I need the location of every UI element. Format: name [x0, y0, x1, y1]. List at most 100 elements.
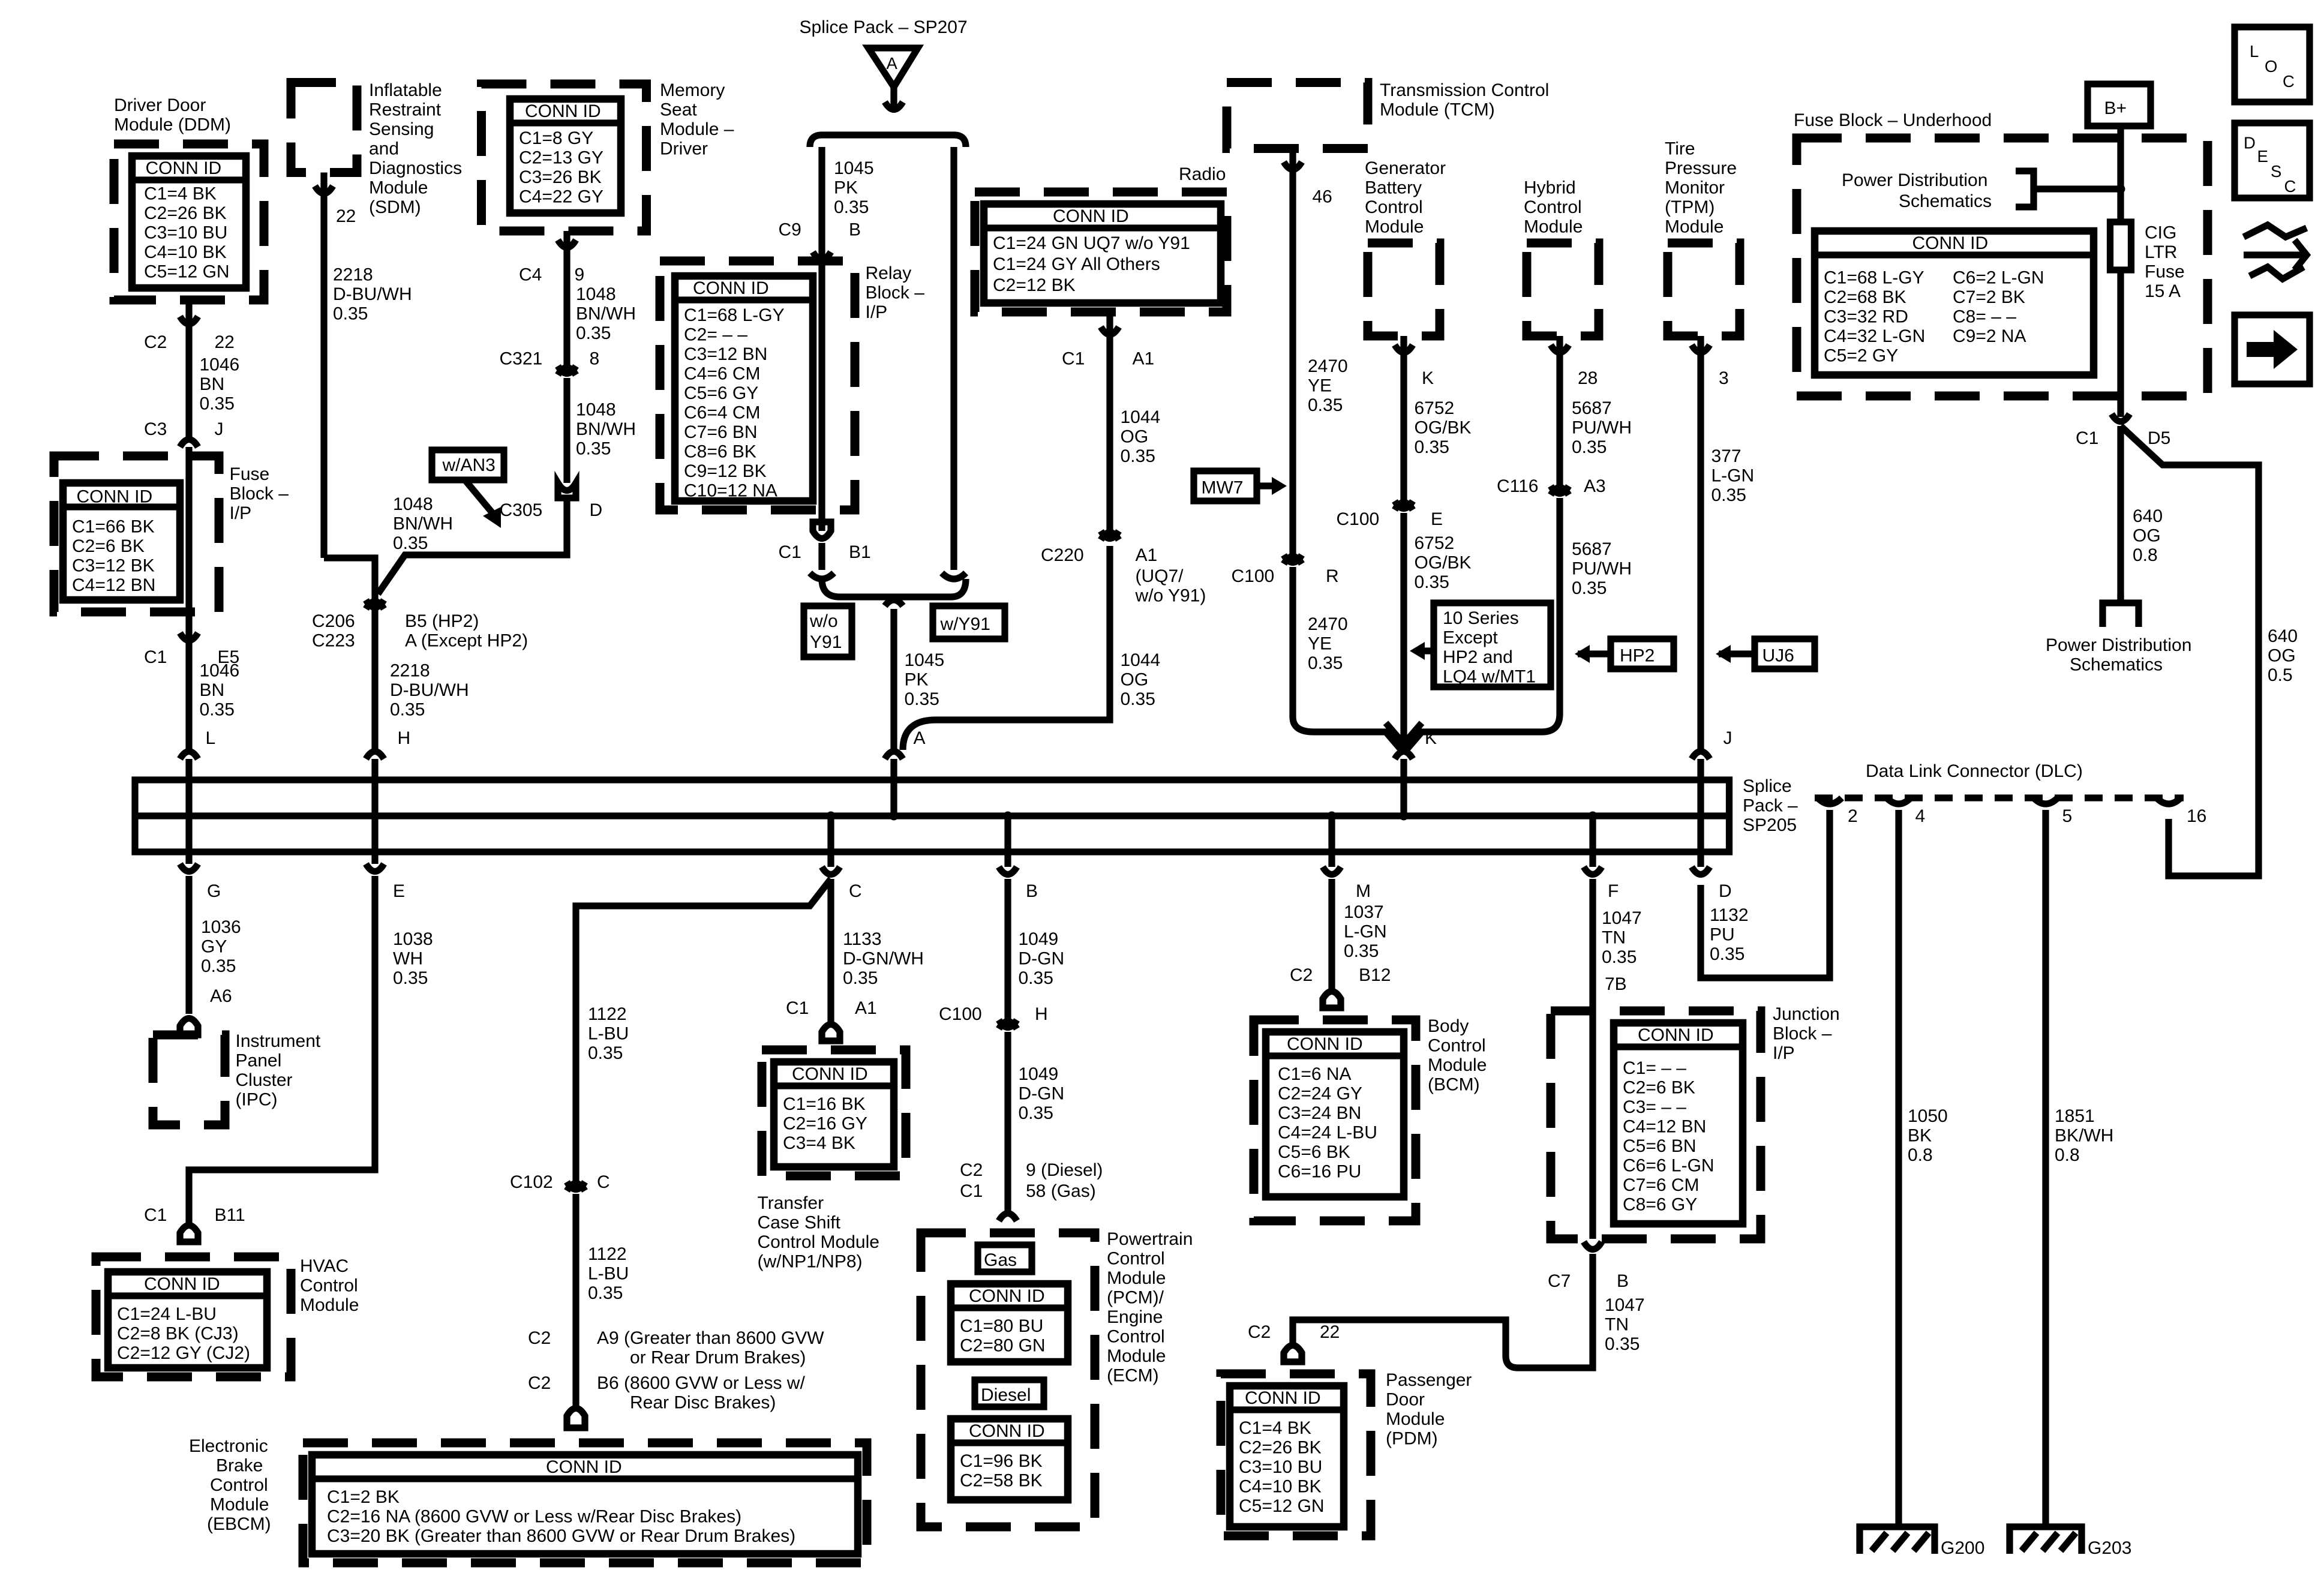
svg-text:C1=68 L-GY: C1=68 L-GY	[1824, 268, 1924, 288]
svg-text:C5=2 GY: C5=2 GY	[1824, 346, 1898, 366]
svg-text:C8= – –: C8= – –	[1953, 307, 2016, 327]
svg-text:Driver Door: Driver Door	[114, 95, 206, 115]
svg-text:(ECM): (ECM)	[1107, 1366, 1159, 1386]
wire-1046-b-label: 1046 BN 0.35	[200, 661, 240, 720]
desc-icon[interactable]: D E S C	[2231, 119, 2313, 202]
svg-text:0.8: 0.8	[2133, 545, 2158, 565]
svg-text:C8=6 GY: C8=6 GY	[1623, 1195, 1697, 1215]
svg-text:C2=26 BK: C2=26 BK	[144, 203, 227, 223]
svg-text:Passenger: Passenger	[1386, 1370, 1472, 1390]
svg-text:C100: C100	[939, 1004, 982, 1024]
svg-text:Splice: Splice	[1743, 776, 1792, 796]
svg-text:1122: 1122	[588, 1244, 627, 1264]
svg-text:OG/BK: OG/BK	[1415, 418, 1472, 438]
svg-text:C2: C2	[1248, 1322, 1271, 1342]
svg-text:CONN ID: CONN ID	[546, 1457, 622, 1477]
svg-text:Control: Control	[1107, 1327, 1165, 1347]
hvac-conn-table: CONN ID C1=24 L-BU C2=8 BK (CJ3) C2=12 G…	[104, 1268, 271, 1372]
wire-1046-a-label: 1046 BN 0.35	[200, 355, 240, 414]
svg-text:C6=16 PU: C6=16 PU	[1278, 1162, 1361, 1182]
svg-text:R: R	[1326, 566, 1339, 586]
transfer-case-title: Transfer Case Shift Control Module (w/NP…	[758, 1193, 879, 1271]
svg-text:C5=6 GY: C5=6 GY	[684, 383, 758, 403]
svg-text:1047: 1047	[1605, 1295, 1645, 1315]
wire-1122-b-label: 1122 L-BU 0.35	[588, 1244, 629, 1303]
svg-text:A3: A3	[1584, 476, 1606, 496]
svg-text:C206: C206	[312, 611, 355, 631]
svg-text:CONN ID: CONN ID	[1912, 233, 1989, 253]
svg-text:0.35: 0.35	[588, 1043, 623, 1063]
svg-text:C3=4 BK: C3=4 BK	[783, 1133, 855, 1153]
svg-text:Tire: Tire	[1665, 139, 1695, 159]
svg-text:G203: G203	[2088, 1538, 2131, 1558]
wire-1049-a-label: 1049 D-GN 0.35	[1019, 929, 1065, 988]
tcm-module-box	[1222, 78, 1373, 153]
ground-g203-icon	[2006, 1523, 2085, 1554]
svg-text:0.35: 0.35	[1308, 653, 1343, 673]
loc-icon[interactable]: L O C	[2231, 23, 2313, 106]
svg-text:640: 640	[2133, 506, 2163, 526]
svg-text:C1: C1	[2076, 428, 2098, 448]
ebcm-conn-table: CONN ID C1=2 BK C2=16 NA (8600 GVW or Le…	[308, 1451, 862, 1558]
svg-text:46: 46	[1313, 187, 1332, 207]
svg-text:C223: C223	[312, 631, 355, 651]
svg-text:TN: TN	[1602, 928, 1626, 948]
svg-text:Body: Body	[1428, 1016, 1469, 1036]
svg-text:Y91: Y91	[810, 632, 842, 652]
svg-text:C116: C116	[1497, 476, 1539, 496]
svg-text:PK: PK	[834, 178, 858, 198]
arrow-right-icon[interactable]	[2231, 311, 2313, 388]
svg-text:Inflatable: Inflatable	[369, 80, 442, 100]
svg-text:Door: Door	[1386, 1390, 1425, 1410]
svg-text:(SDM): (SDM)	[369, 197, 421, 217]
svg-text:B: B	[849, 220, 861, 240]
ddm-conn-table: CONN ID C1=4 BK C2=26 BK C3=10 BU C4=10 …	[128, 152, 250, 292]
svg-text:G200: G200	[1941, 1538, 1984, 1558]
svg-text:0.35: 0.35	[905, 689, 939, 709]
svg-text:Brake: Brake	[216, 1456, 263, 1476]
fuse-block-ip-title: Fuse Block – I/P	[230, 464, 289, 523]
svg-text:C1: C1	[144, 1205, 167, 1225]
svg-text:CONN ID: CONN ID	[1638, 1025, 1714, 1045]
svg-text:CONN ID: CONN ID	[969, 1286, 1045, 1306]
svg-text:CONN ID: CONN ID	[1053, 206, 1129, 226]
svg-text:C7=6 BN: C7=6 BN	[684, 422, 758, 442]
svg-text:D-GN: D-GN	[1019, 949, 1065, 969]
connector-icon[interactable]	[2242, 221, 2311, 283]
svg-text:Block –: Block –	[866, 283, 925, 303]
svg-text:C2=24 GY: C2=24 GY	[1278, 1084, 1362, 1104]
svg-text:F: F	[1608, 881, 1619, 901]
svg-text:0.35: 0.35	[393, 968, 428, 988]
svg-text:1047: 1047	[1602, 908, 1642, 928]
svg-text:C4=6 CM: C4=6 CM	[684, 364, 761, 384]
svg-text:UJ6: UJ6	[1762, 646, 1794, 666]
svg-text:0.35: 0.35	[200, 700, 235, 720]
svg-text:C1=68 L-GY: C1=68 L-GY	[684, 305, 785, 325]
transfer-case-conn-table: CONN ID C1=16 BK C2=16 GY C3=4 BK	[770, 1058, 898, 1171]
svg-text:Control: Control	[1365, 197, 1423, 217]
svg-text:C: C	[849, 881, 862, 901]
svg-text:A: A	[914, 728, 926, 748]
wire-1048-a-label: 1048 BN/WH 0.35	[576, 284, 636, 343]
wire-6752-b-label: 6752 OG/BK 0.35	[1415, 533, 1472, 592]
svg-text:Memory: Memory	[660, 80, 725, 100]
svg-text:9 (Diesel): 9 (Diesel)	[1026, 1160, 1103, 1180]
svg-text:C3=20 BK (Greater than 8600 GV: C3=20 BK (Greater than 8600 GVW or Rear …	[327, 1526, 795, 1546]
svg-text:D: D	[590, 500, 603, 520]
svg-text:C1=4 BK: C1=4 BK	[144, 184, 217, 204]
svg-text:C2=80 GN: C2=80 GN	[960, 1336, 1046, 1356]
svg-text:Restraint: Restraint	[369, 100, 442, 120]
tcm-title: Transmission Control Module (TCM)	[1380, 80, 1549, 119]
relay-block-title: Relay Block – I/P	[866, 263, 925, 322]
svg-text:B5 (HP2): B5 (HP2)	[405, 611, 479, 631]
svg-text:Schematics: Schematics	[2070, 655, 2163, 675]
svg-text:C2=13 GY: C2=13 GY	[519, 148, 603, 168]
svg-text:BK: BK	[1908, 1126, 1932, 1146]
svg-text:C6=4 CM: C6=4 CM	[684, 403, 761, 423]
svg-text:C4=12 BN: C4=12 BN	[1623, 1117, 1706, 1137]
svg-text:(PCM)/: (PCM)/	[1107, 1288, 1164, 1308]
svg-text:Module (TCM): Module (TCM)	[1380, 100, 1495, 120]
svg-text:5: 5	[2062, 806, 2073, 826]
svg-text:Module: Module	[1365, 217, 1424, 237]
svg-text:C1=80 BU: C1=80 BU	[960, 1316, 1043, 1336]
